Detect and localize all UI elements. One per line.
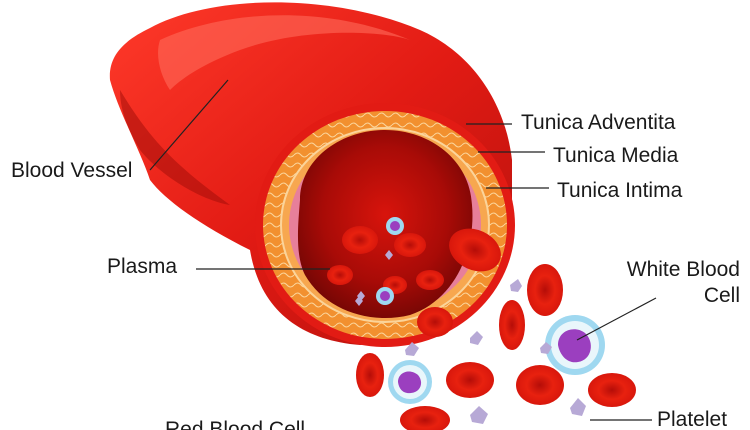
red-blood-cell [400,406,450,430]
spilled-cells [355,228,636,430]
label-white-blood-cell-line1: White Blood [626,258,740,281]
label-white-blood-cell: White Blood Cell [602,257,740,309]
red-blood-cell [516,365,564,405]
platelet [355,279,586,424]
red-blood-cell [527,264,563,316]
label-red-blood-cell: Red Blood Cell [165,418,306,430]
label-tunica-intima: Tunica Intima [557,179,683,202]
label-blood-vessel: Blood Vessel [11,159,133,182]
label-platelet: Platelet [657,408,728,430]
red-blood-cell [417,307,453,337]
white-blood-cell [388,360,432,404]
label-tunica-adventita: Tunica Adventita [521,111,676,134]
leader-white-blood-cell [576,297,657,341]
white-blood-cell [545,315,605,375]
red-blood-cell [449,228,501,272]
red-blood-cell [499,300,525,350]
leader-blood-vessel [149,79,229,171]
red-blood-cell [446,362,494,398]
leader-lines [149,79,657,421]
label-tunica-media: Tunica Media [553,144,679,167]
vessel-cross-section [255,103,515,347]
label-plasma: Plasma [107,255,178,278]
label-white-blood-cell-line2: Cell [703,284,740,307]
red-blood-cell [588,373,636,407]
red-blood-cell [356,353,384,397]
